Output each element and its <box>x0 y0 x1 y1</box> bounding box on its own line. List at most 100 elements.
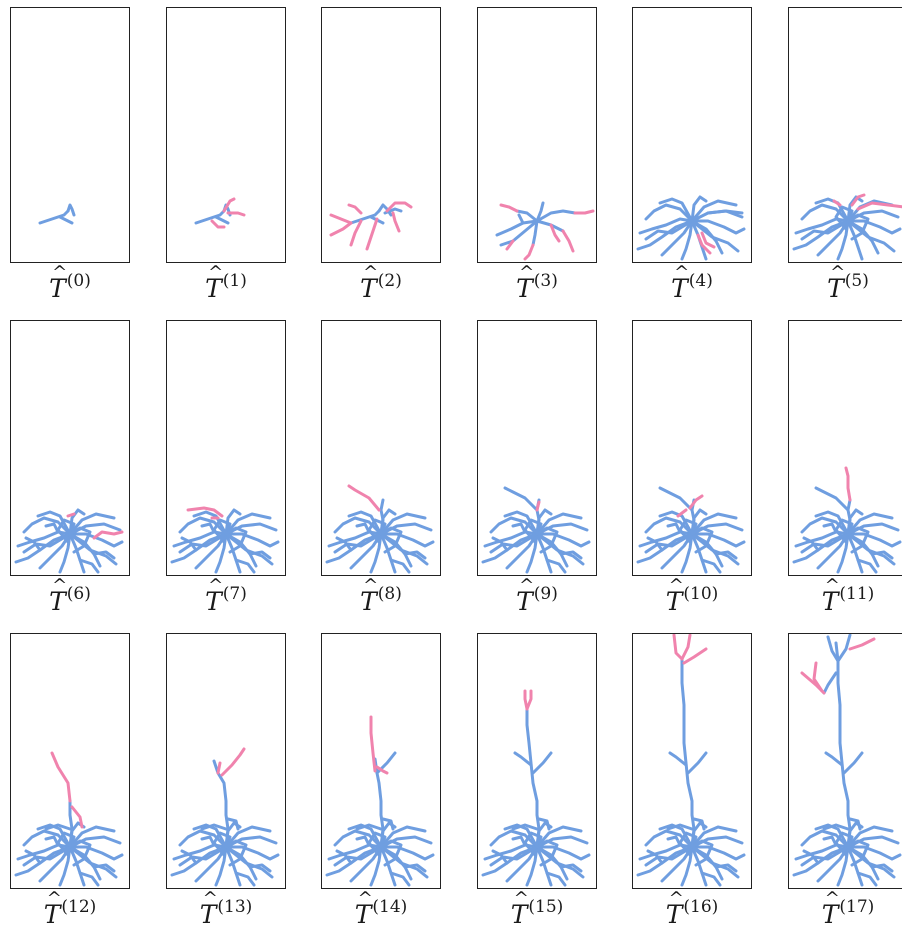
tree-drawing <box>172 749 278 885</box>
label-symbol: T <box>49 276 66 301</box>
new-branch <box>349 205 361 213</box>
panel-label: T(6) <box>10 589 130 614</box>
new-branch <box>222 749 244 775</box>
tree-panel <box>167 321 286 576</box>
label-index: (1) <box>223 271 247 291</box>
label-symbol: T <box>671 276 688 301</box>
tree-panel <box>478 8 597 263</box>
label-index: (15) <box>528 897 563 917</box>
existing-branch <box>515 753 531 765</box>
new-branch <box>846 468 850 500</box>
existing-branch <box>816 488 848 510</box>
panel-label: T(14) <box>321 902 441 927</box>
tree-panel <box>478 634 597 889</box>
tree-drawing <box>794 195 902 259</box>
tree-panel <box>11 321 130 576</box>
new-branch <box>331 223 351 235</box>
new-branch <box>351 221 361 245</box>
panel-label: T(13) <box>166 902 286 927</box>
new-branch <box>331 215 351 223</box>
label-symbol: T <box>205 276 222 301</box>
label-symbol: T <box>822 589 839 614</box>
label-symbol: T <box>205 589 222 614</box>
tree-panel <box>11 8 130 263</box>
existing-branch <box>513 837 525 845</box>
panel-frame <box>322 8 441 263</box>
label-index: (14) <box>372 897 407 917</box>
existing-branch <box>836 643 850 847</box>
new-branch <box>850 639 874 649</box>
new-branch <box>814 663 822 691</box>
existing-branch <box>824 673 836 693</box>
tree-drawing <box>172 508 278 572</box>
label-symbol: T <box>511 902 528 927</box>
label-symbol: T <box>666 902 683 927</box>
tree-drawing <box>327 717 433 885</box>
new-branch <box>834 201 840 205</box>
label-index: (16) <box>683 897 718 917</box>
tree-drawing <box>327 486 433 572</box>
existing-branch <box>40 211 68 223</box>
tree-panel <box>789 634 902 889</box>
existing-branch <box>537 211 575 221</box>
panel-label: T(11) <box>788 589 902 614</box>
tree-panel <box>789 8 902 263</box>
existing-branch <box>670 753 686 765</box>
new-branch <box>682 635 690 659</box>
tree-drawing <box>16 753 122 885</box>
tree-panel <box>633 634 752 889</box>
new-branch <box>525 245 533 259</box>
panel-label: T(12) <box>10 902 130 927</box>
label-symbol: T <box>49 589 66 614</box>
panel-frame <box>11 8 130 263</box>
new-branch <box>367 219 377 249</box>
tree-panel <box>478 321 597 576</box>
tree-panel <box>322 634 441 889</box>
label-index: (7) <box>223 584 247 604</box>
tree-panel <box>322 321 441 576</box>
existing-branch <box>844 753 862 773</box>
existing-branch <box>519 215 523 223</box>
existing-branch <box>824 524 836 532</box>
tree-drawing <box>40 205 74 223</box>
panel-label: T(3) <box>477 276 597 301</box>
panel-frame <box>167 8 286 263</box>
label-symbol: T <box>44 902 61 927</box>
existing-branch <box>202 524 214 532</box>
new-branch <box>68 514 74 516</box>
new-branch <box>527 691 531 709</box>
panel-label: T(16) <box>632 902 752 927</box>
tree-drawing <box>638 197 744 259</box>
panel-label: T(7) <box>166 589 286 614</box>
tree-drawing <box>196 199 244 227</box>
label-symbol: T <box>516 276 533 301</box>
existing-branch <box>826 753 842 765</box>
tree-drawing <box>638 488 744 572</box>
existing-branch <box>60 217 72 223</box>
new-branch <box>575 211 593 213</box>
panel-label: T(0) <box>10 276 130 301</box>
label-symbol: T <box>516 589 533 614</box>
label-index: (5) <box>845 271 869 291</box>
panel-label: T(8) <box>321 589 441 614</box>
existing-branch <box>660 488 692 510</box>
new-branch <box>371 717 375 771</box>
tree-drawing <box>16 510 122 572</box>
new-branch <box>393 213 399 231</box>
panel-label: T(4) <box>632 276 752 301</box>
tree-drawing <box>331 203 411 249</box>
new-branch <box>501 205 517 211</box>
existing-branch <box>381 500 383 534</box>
tree-drawing <box>794 635 900 885</box>
existing-branch <box>824 837 836 845</box>
existing-branch <box>46 837 58 845</box>
existing-branch <box>196 211 224 223</box>
label-index: (2) <box>378 271 402 291</box>
existing-branch <box>848 500 850 534</box>
label-index: (8) <box>378 584 402 604</box>
existing-branch <box>202 837 214 845</box>
label-index: (10) <box>683 584 718 604</box>
label-symbol: T <box>200 902 217 927</box>
